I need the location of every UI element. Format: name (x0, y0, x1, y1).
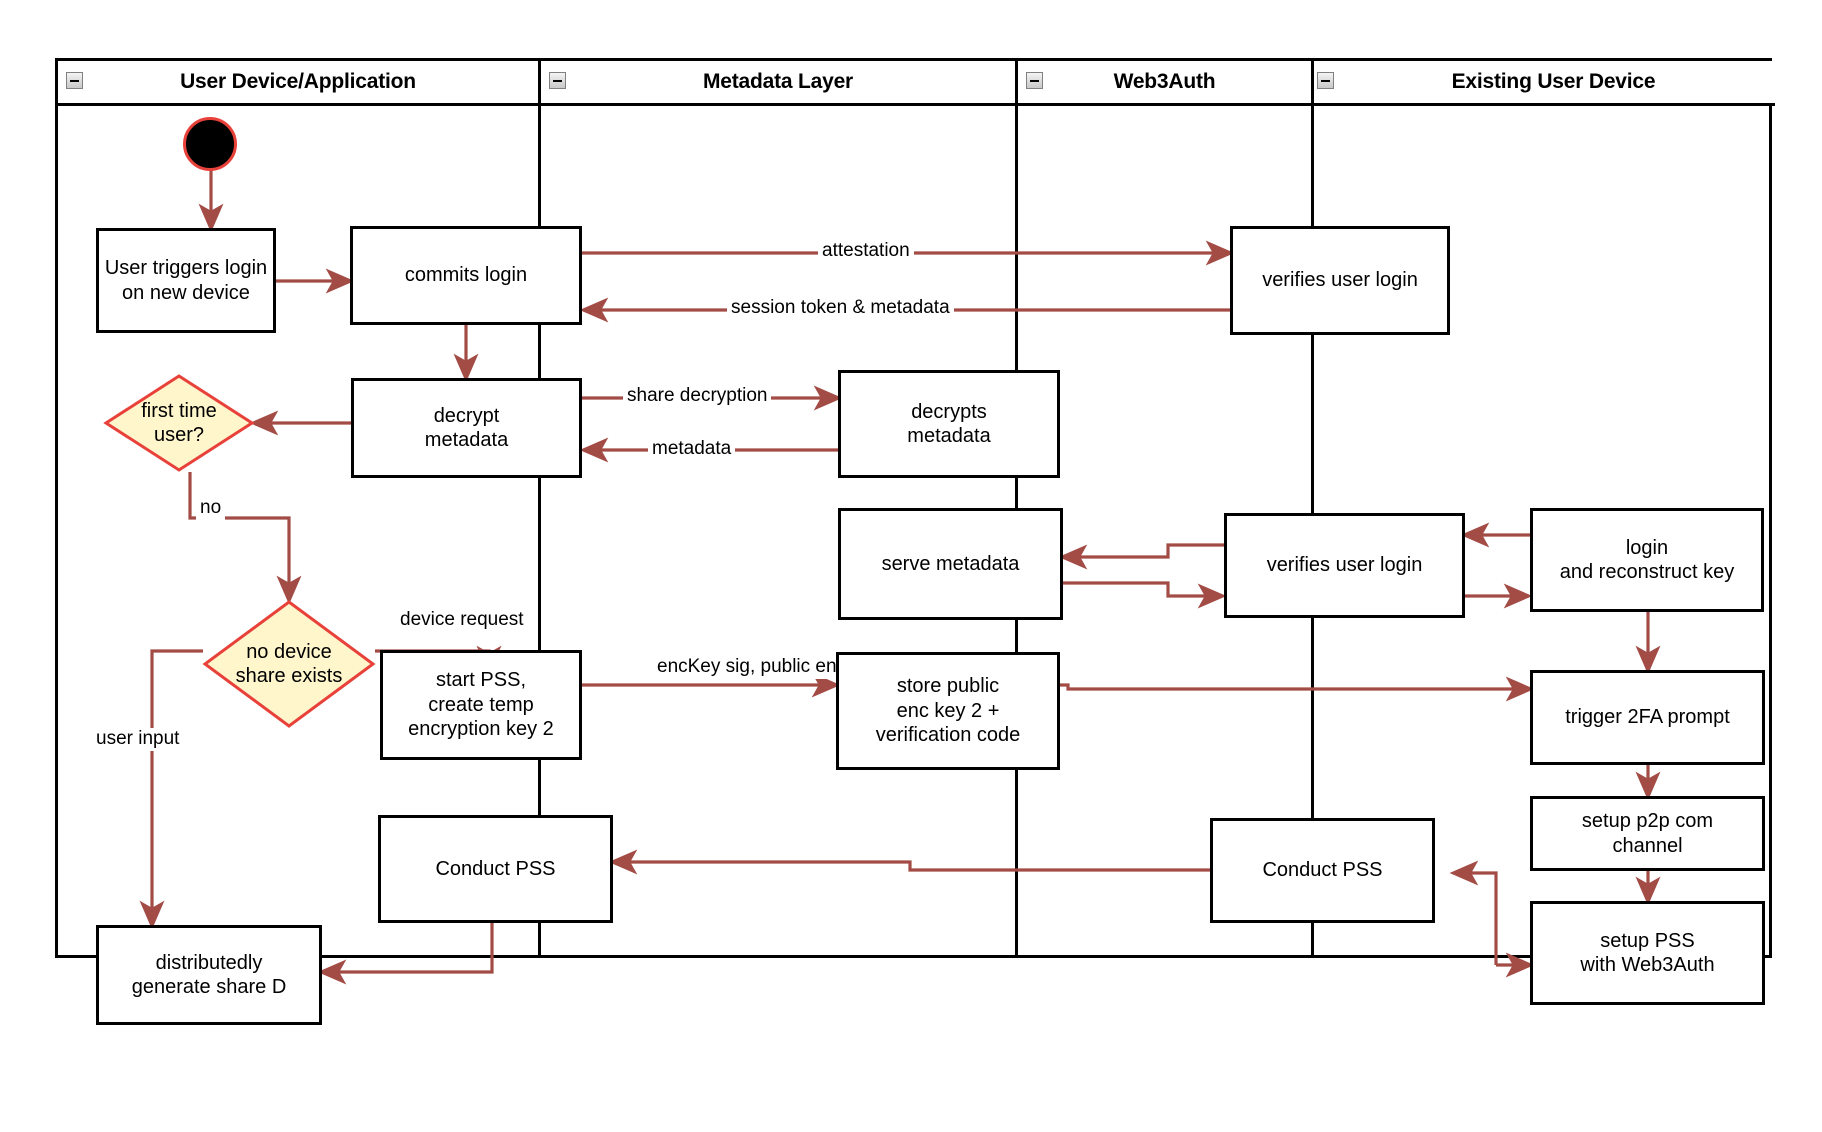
edge-label-no: no (196, 497, 226, 520)
lane-title-existing-device: Existing User Device (1451, 70, 1656, 93)
lane-header-user-device: User Device/Application (58, 61, 538, 106)
node-first-time-user-label: first time user? (141, 399, 217, 446)
node-setup-pss-with-web3auth[interactable]: setup PSS with Web3Auth (1530, 901, 1765, 1005)
collapse-minus-icon[interactable] (1026, 72, 1043, 89)
edge-label-metadata: metadata (648, 438, 736, 461)
collapse-minus-icon[interactable] (1317, 72, 1334, 89)
node-setup-p2p-com-channel[interactable]: setup p2p com channel (1530, 796, 1765, 871)
edge-label-user-input: user input (92, 728, 184, 751)
collapse-minus-icon[interactable] (549, 72, 566, 89)
edge-label-share-decryption: share decryption (623, 385, 772, 408)
node-no-device-share-exists-label: no device share exists (235, 640, 343, 687)
lane-title-web3auth: Web3Auth (1113, 70, 1216, 93)
lane-existing-device: Existing User Device (1314, 61, 1775, 955)
node-decrypts-metadata[interactable]: decrypts metadata (838, 370, 1060, 478)
lane-header-existing-device: Existing User Device (1314, 61, 1775, 106)
start-node (183, 117, 237, 171)
swimlane-pool: User Device/Application Metadata Layer W… (55, 58, 1775, 958)
lane-header-web3auth: Web3Auth (1018, 61, 1311, 106)
node-store-public-enc-key[interactable]: store public enc key 2 + verification co… (836, 652, 1060, 770)
node-trigger-2fa-prompt[interactable]: trigger 2FA prompt (1530, 670, 1765, 765)
node-start-pss-create-temp-key[interactable]: start PSS, create temp encryption key 2 (380, 650, 582, 760)
node-distributedly-generate-share-d[interactable]: distributedly generate share D (96, 925, 322, 1025)
lane-header-metadata: Metadata Layer (541, 61, 1015, 106)
edge-label-attestation: attestation (818, 240, 914, 263)
node-first-time-user[interactable]: first time user? (103, 374, 255, 472)
node-commits-login[interactable]: commits login (350, 226, 582, 325)
node-login-and-reconstruct-key[interactable]: login and reconstruct key (1530, 508, 1764, 612)
node-serve-metadata[interactable]: serve metadata (838, 508, 1063, 620)
node-user-triggers-login[interactable]: User triggers login on new device (96, 228, 276, 333)
collapse-minus-icon[interactable] (66, 72, 83, 89)
node-verifies-user-login-mid[interactable]: verifies user login (1224, 513, 1465, 618)
node-no-device-share-exists[interactable]: no device share exists (202, 600, 376, 728)
lane-title-user-device: User Device/Application (180, 70, 416, 93)
edge-label-device-request: device request (396, 609, 528, 632)
lane-user-device: User Device/Application (58, 61, 541, 955)
lane-web3auth: Web3Auth (1018, 61, 1314, 955)
lane-title-metadata: Metadata Layer (702, 70, 854, 93)
edge-label-session-token-metadata: session token & metadata (727, 297, 954, 320)
node-conduct-pss-user[interactable]: Conduct PSS (378, 815, 613, 923)
node-conduct-pss-web3auth[interactable]: Conduct PSS (1210, 818, 1435, 923)
node-decrypt-metadata[interactable]: decrypt metadata (351, 378, 582, 478)
node-verifies-user-login-top[interactable]: verifies user login (1230, 226, 1450, 335)
